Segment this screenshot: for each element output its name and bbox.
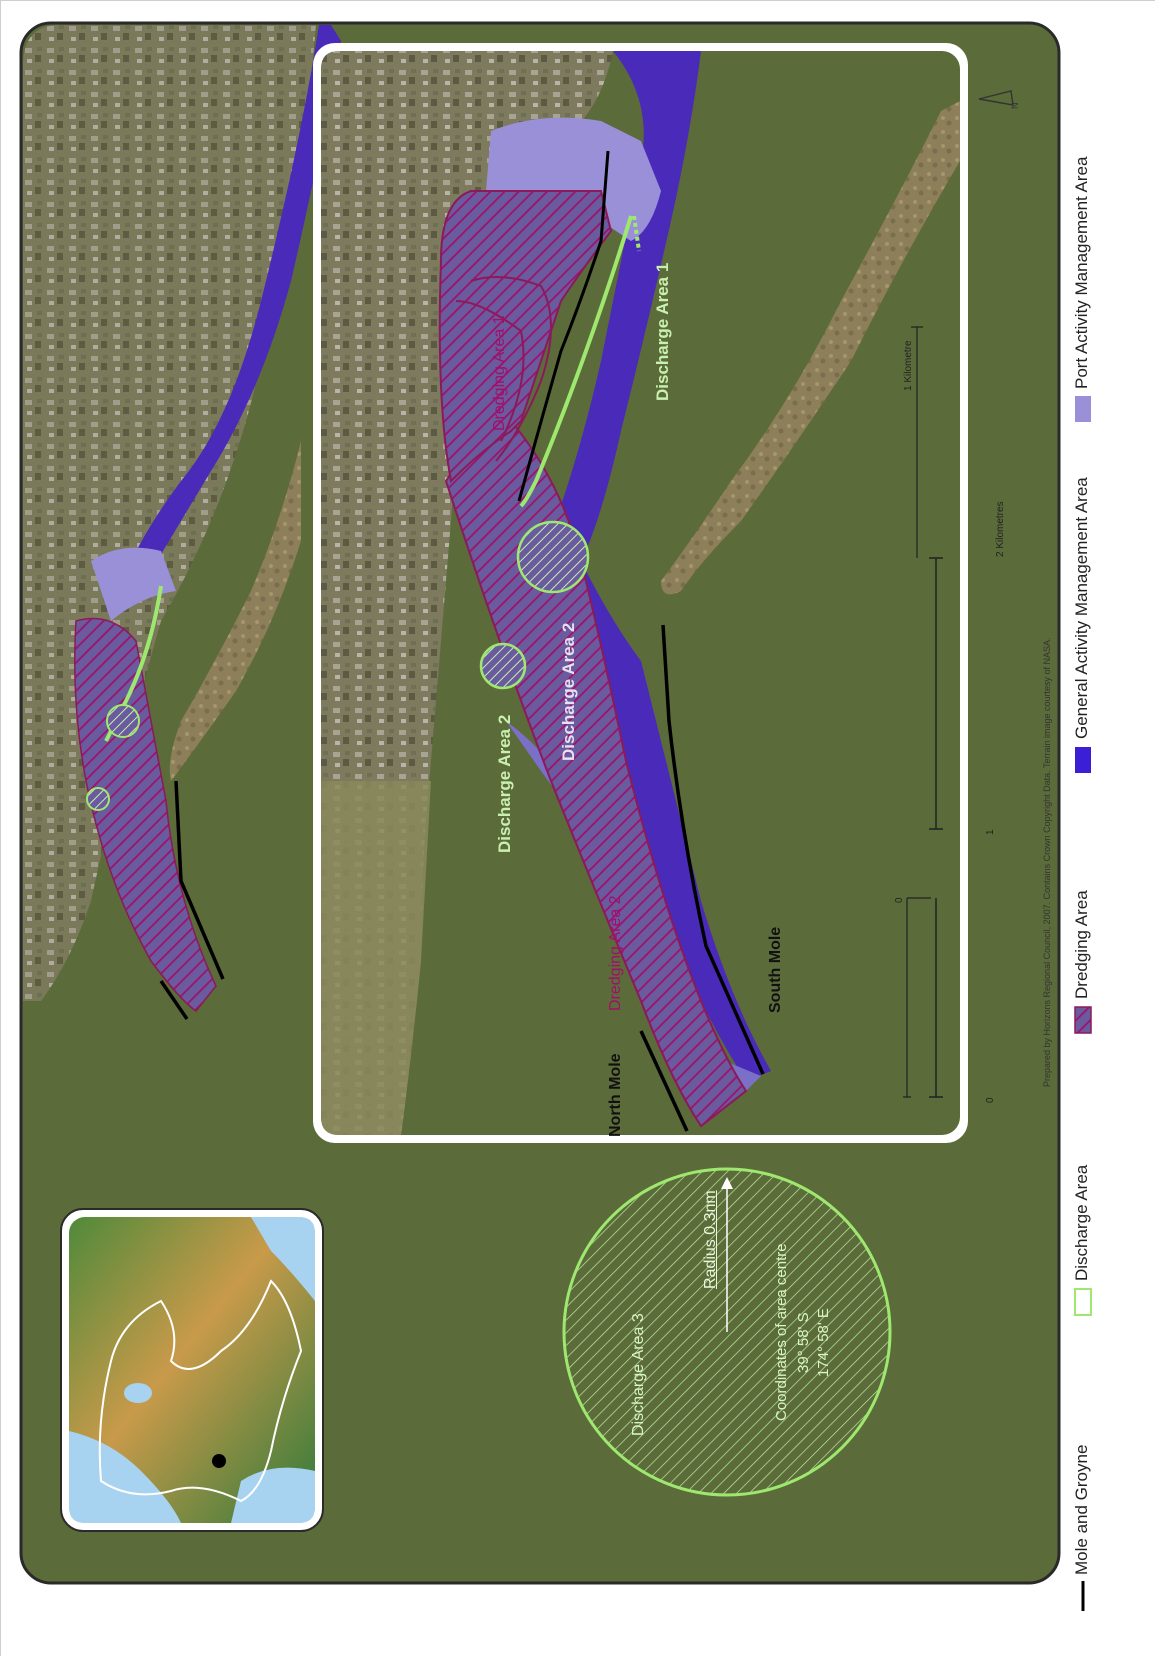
inset-north-mole (639, 1030, 689, 1132)
radius-arrow-head (721, 1177, 733, 1189)
locator-sea-bottom (231, 1467, 315, 1523)
label-south-mole: South Mole (767, 926, 784, 1013)
north-label: N (1010, 102, 1020, 110)
label-discharge-area-2b: Discharge Area 2 (559, 622, 578, 761)
scale-tick-2: 2 Kilometres (995, 501, 1006, 557)
label-discharge-area-3: Discharge Area 3 (630, 1313, 647, 1436)
inset-discharge-area-1-line-b (632, 215, 641, 252)
label-discharge-area-2a: Discharge Area 2 (495, 714, 514, 853)
scale-bar-sub (903, 897, 931, 1098)
label-coords-lon: 174° 58' E (815, 1308, 832, 1377)
label-coords-lat: 39° 58' S (795, 1312, 812, 1373)
locator-sea-top (251, 1217, 315, 1301)
overview-spit (169, 441, 301, 781)
overview-discharge-circle-b (86, 787, 110, 811)
legend-label-discharge: Discharge Area (1072, 1164, 1091, 1281)
legend-label-dredging: Dredging Area (1072, 890, 1091, 999)
legend-swatch-general-activity (1075, 747, 1091, 773)
overview-port-area (91, 547, 176, 621)
overview-north-mole (159, 980, 189, 1020)
legend-label-port-activity: Port Activity Management Area (1072, 156, 1091, 389)
inset-sand-spit (661, 101, 960, 595)
label-coords-title: Coordinates of area centre (773, 1243, 790, 1421)
locator-terrain (69, 1217, 315, 1523)
inset-dredging-area-1-inner (470, 276, 552, 462)
locator-sea-left (69, 1431, 181, 1523)
scale-tick-1: 1 (985, 829, 996, 835)
label-north-mole: North Mole (607, 1053, 624, 1137)
scale-tick-0: 0 (985, 1097, 996, 1103)
label-radius: Radius 0.3nm (702, 1190, 719, 1289)
inset-dredging-area-1-inner-b (455, 300, 525, 442)
label-discharge-area-1: Discharge Area 1 (653, 262, 672, 401)
legend-label-general-activity: General Activity Management Area (1072, 477, 1091, 739)
locator-lake (124, 1383, 152, 1403)
overview-discharge-circle-a (106, 704, 140, 738)
inset-dune-land (321, 781, 431, 1135)
credit-text: Prepared by Horizons Regional Council, 2… (1042, 637, 1052, 1087)
label-dredging-area-2: Dredging Area 2 (607, 895, 624, 1011)
legend-swatch-discharge (1074, 1288, 1092, 1316)
legend-label-mole: Mole and Groyne (1072, 1444, 1091, 1575)
scale-bar-ticks (929, 557, 943, 1098)
locator-boundary (98, 1279, 303, 1503)
inset-dredging-area-1 (438, 190, 613, 484)
inset-discharge-area-2-circle-small (479, 642, 527, 690)
inset-dredging-area-2 (444, 419, 748, 1128)
scale-sub-0: 0 (894, 897, 905, 903)
inset-groyne-upper (517, 150, 610, 502)
locator-point (212, 1454, 226, 1468)
label-dredging-area-1: Dredging Area 1 (491, 315, 508, 431)
scale-bar-km (911, 326, 923, 558)
overview-south-mole (174, 780, 225, 980)
north-arrow-icon (978, 90, 1014, 106)
inset-south-mole (661, 624, 765, 1075)
inset-discharge-area-2-circle-large (516, 520, 590, 594)
legend-swatch-dredging (1074, 1006, 1092, 1034)
legend-swatch-port-activity (1075, 396, 1091, 422)
inset-discharge-area-1-line (519, 215, 633, 508)
scale-sub-label: 1 Kilometre (903, 340, 914, 391)
